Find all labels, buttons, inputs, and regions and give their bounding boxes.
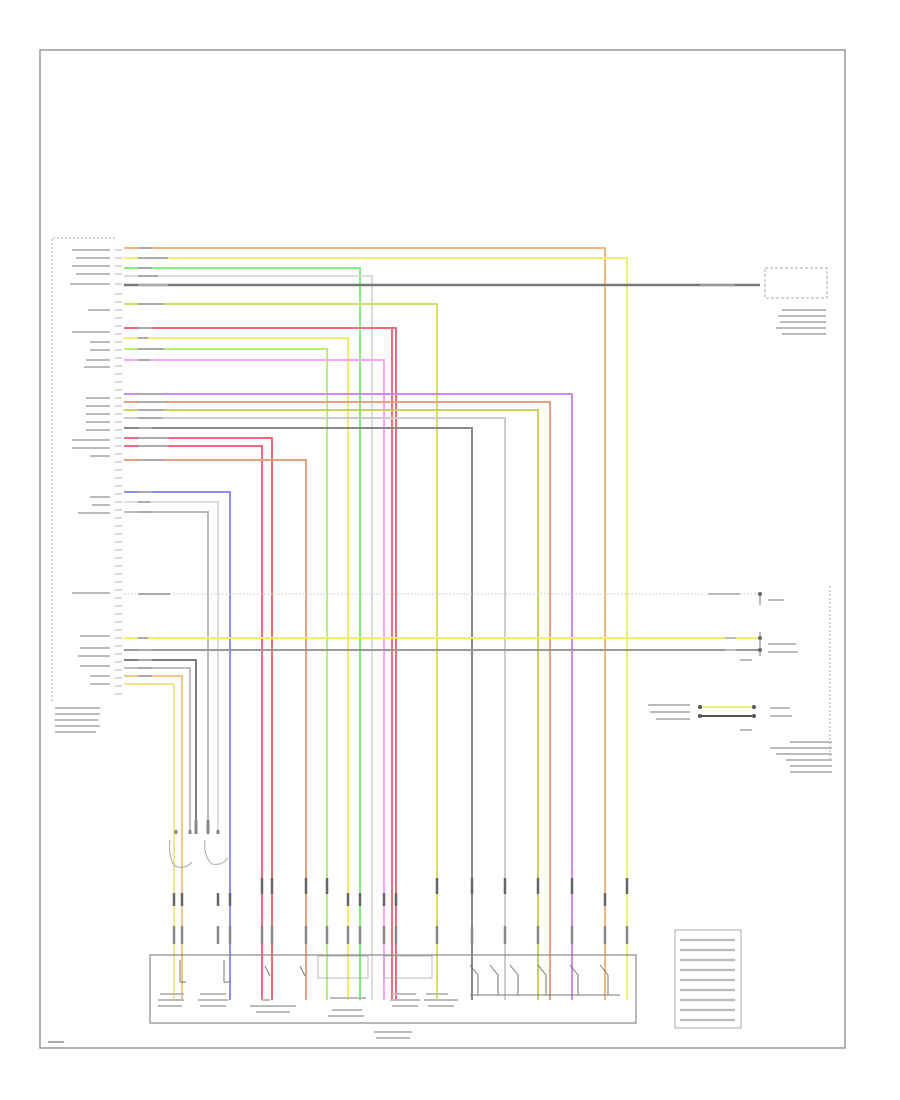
wire-black-2 (124, 659, 197, 830)
wire-gray-3 (124, 501, 219, 830)
color-code-legend-box (674, 929, 742, 1029)
wire-yellow-1 (124, 257, 628, 1000)
wire-red-4 (124, 445, 263, 1000)
instrument-cluster-labels (708, 593, 798, 661)
wire-yellow-4 (124, 683, 175, 1000)
valve-body-labels (158, 993, 458, 1017)
speed-sensor-connectors (169, 820, 229, 868)
connector-box-upper-right (764, 267, 828, 299)
tcm-pin-labels (70, 249, 110, 685)
wire-red-3 (124, 437, 273, 1000)
diagram-frame (39, 49, 846, 1049)
solenoid-bank (179, 960, 620, 996)
valve-body-caption (374, 1031, 412, 1039)
wire-brown-1 (124, 401, 551, 1000)
valve-body-pin-markers-lower (172, 926, 629, 944)
wire-yellow-2 (124, 337, 349, 1000)
connector-box-caption (776, 309, 826, 335)
wire-red-2 (124, 327, 393, 1000)
valve-body-inner-left (317, 955, 369, 979)
secondary-connector (698, 705, 756, 718)
transmission-valve-body (149, 954, 637, 1024)
wires (124, 247, 760, 1000)
wire-color-labels (138, 247, 170, 677)
wire-gray-1 (124, 417, 506, 1000)
valve-body-pin-markers (172, 878, 629, 906)
transmission-control-module-outline (51, 237, 115, 702)
wire-green-1 (124, 267, 361, 1000)
wire-blue-1 (124, 491, 231, 1000)
wire-brown-2 (124, 459, 307, 1000)
tcm-caption (55, 707, 100, 733)
legend-rows (680, 938, 735, 1022)
wire-orange-1 (124, 247, 606, 1000)
wire-gray-2 (124, 427, 473, 1000)
tcm-pin-numbers (115, 249, 122, 695)
secondary-connector-labels (648, 704, 792, 731)
wire-gray-6 (124, 667, 191, 830)
valve-body-inner-right (383, 955, 433, 979)
instrument-cluster-caption (770, 741, 832, 773)
wire-olive-1 (124, 303, 438, 1000)
wire-violet-2 (124, 393, 573, 1000)
wire-pink-1 (124, 359, 385, 1000)
instrument-cluster-terminals (758, 592, 762, 656)
wire-olive-2 (124, 409, 539, 1000)
wire-green-2 (124, 348, 328, 1000)
wire-violet-1 (124, 275, 373, 1000)
